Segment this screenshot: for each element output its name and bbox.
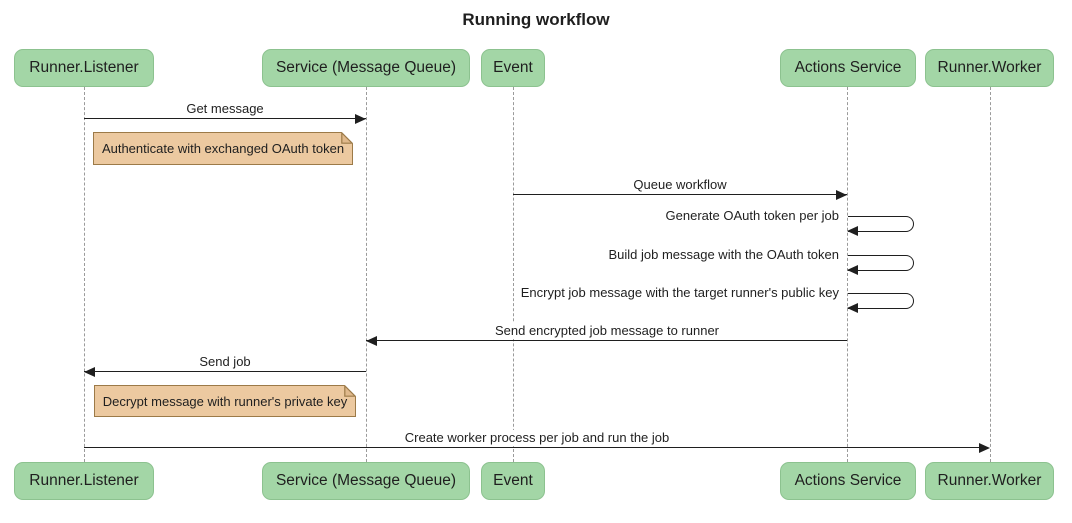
lifeline-event [512, 87, 514, 462]
participant-bottom-actions-service: Actions Service [780, 462, 916, 500]
participant-top-runner-listener: Runner.Listener [14, 49, 154, 87]
participant-top-runner-worker: Runner.Worker [925, 49, 1054, 87]
self-loop-encrypt-job-message [848, 293, 914, 309]
message-line-create-worker-process [84, 447, 986, 448]
message-line-send-encrypted-job [366, 340, 847, 341]
message-label-create-worker-process: Create worker process per job and run th… [401, 430, 673, 446]
arrowhead-create-worker-process [979, 443, 990, 453]
self-message-label-generate-oauth-token: Generate OAuth token per job [662, 208, 842, 224]
self-loop-arrowhead-generate-oauth-token [847, 226, 858, 236]
message-line-queue-workflow [513, 194, 847, 195]
note-fold-icon [344, 385, 356, 397]
message-label-send-encrypted-job: Send encrypted job message to runner [491, 323, 723, 339]
arrowhead-get-message [355, 114, 366, 124]
self-loop-arrowhead-encrypt-job-message [847, 303, 858, 313]
arrowhead-queue-workflow [836, 190, 847, 200]
participant-top-event: Event [481, 49, 545, 87]
message-label-queue-workflow: Queue workflow [630, 177, 730, 193]
self-loop-build-job-message [848, 255, 914, 271]
note-text: Authenticate with exchanged OAuth token [101, 141, 345, 156]
self-loop-arrowhead-build-job-message [847, 265, 858, 275]
message-label-send-job: Send job [196, 354, 254, 370]
lifeline-runner-listener [83, 87, 85, 462]
note-authenticate-oauth: Authenticate with exchanged OAuth token [93, 132, 353, 165]
arrowhead-send-encrypted-job [366, 336, 377, 346]
participant-top-service-message-queue: Service (Message Queue) [262, 49, 470, 87]
participant-bottom-event: Event [481, 462, 545, 500]
participant-bottom-service-message-queue: Service (Message Queue) [262, 462, 470, 500]
arrowhead-send-job [84, 367, 95, 377]
participant-top-actions-service: Actions Service [780, 49, 916, 87]
lifeline-runner-worker [989, 87, 991, 462]
diagram-title: Running workflow [462, 10, 610, 29]
note-text: Decrypt message with runner's private ke… [102, 393, 348, 409]
participant-bottom-runner-worker: Runner.Worker [925, 462, 1054, 500]
message-label-get-message: Get message [183, 101, 267, 117]
message-line-get-message [84, 118, 366, 119]
participant-bottom-runner-listener: Runner.Listener [14, 462, 154, 500]
note-fold-icon [341, 132, 353, 144]
note-decrypt-message: Decrypt message with runner's private ke… [94, 385, 356, 417]
self-message-label-encrypt-job-message: Encrypt job message with the target runn… [517, 285, 842, 301]
self-loop-generate-oauth-token [848, 216, 914, 232]
message-line-send-job [84, 371, 366, 372]
lifeline-service-message-queue [365, 87, 367, 462]
self-message-label-build-job-message: Build job message with the OAuth token [605, 247, 842, 263]
